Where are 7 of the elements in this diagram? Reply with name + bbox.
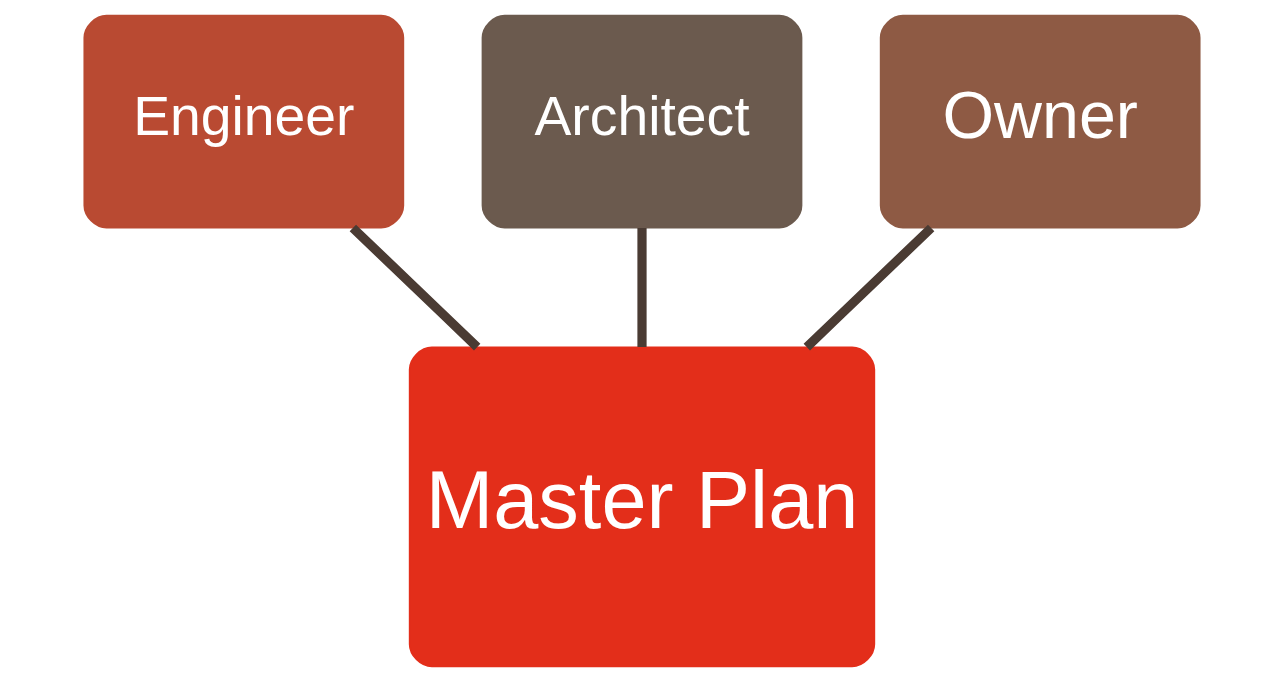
node-box: Master Plan bbox=[408, 346, 876, 668]
connector bbox=[637, 227, 647, 348]
connector bbox=[803, 224, 935, 351]
node-box: Owner bbox=[879, 14, 1201, 229]
node-box: Architect bbox=[481, 14, 803, 229]
connector bbox=[349, 224, 481, 351]
node-box: Engineer bbox=[83, 14, 405, 229]
